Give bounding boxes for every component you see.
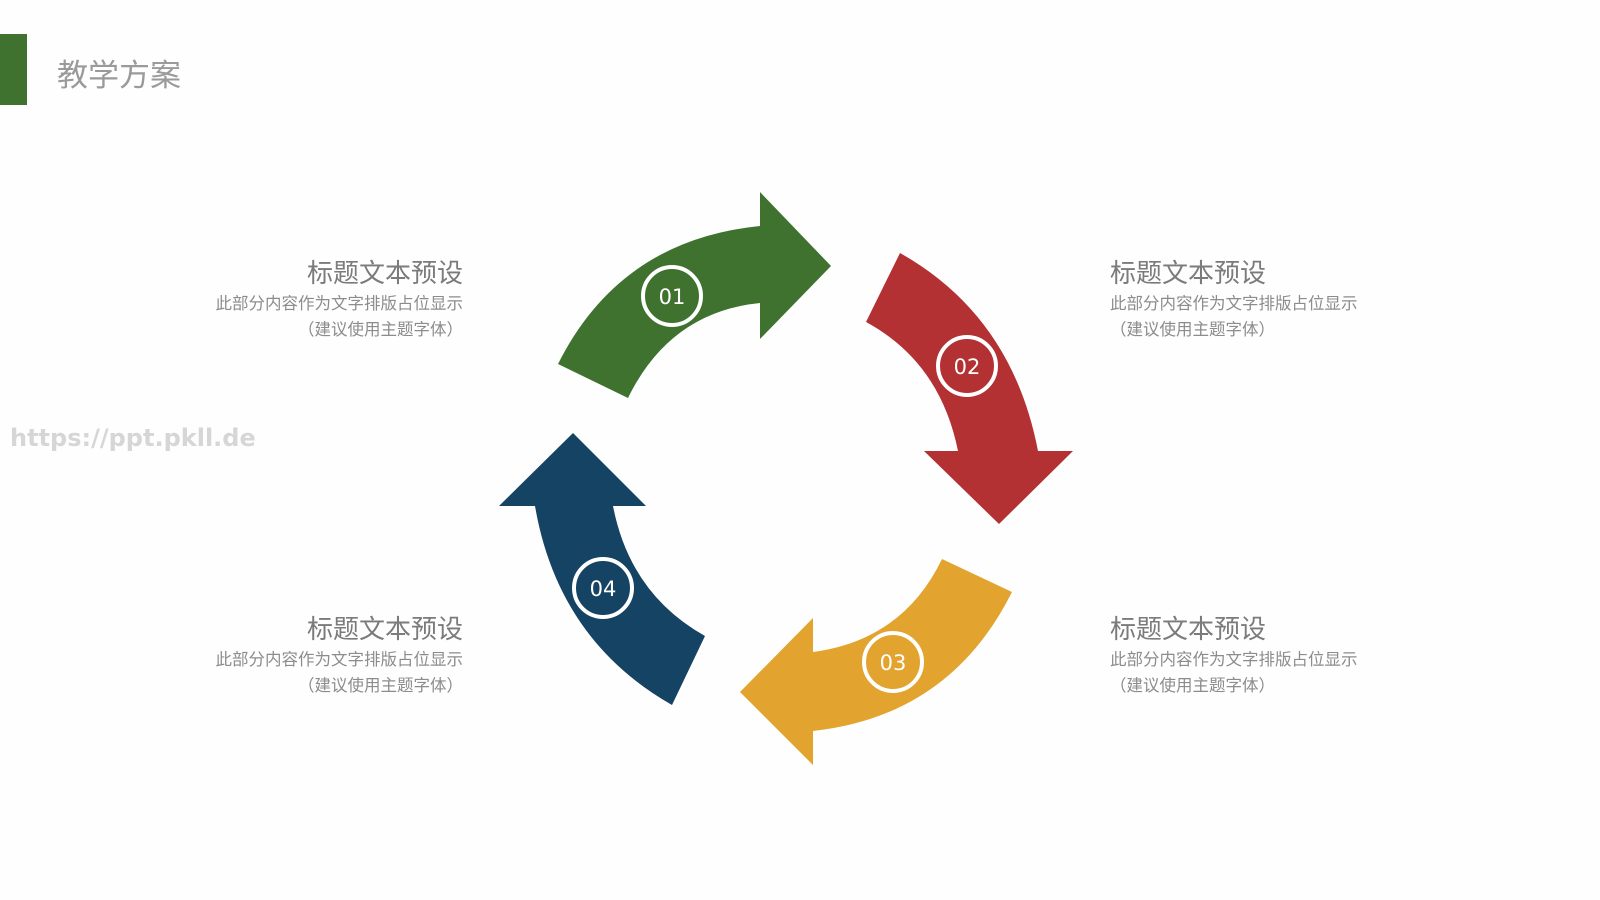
step-01-badge-ring: [641, 265, 703, 327]
block-desc-line1: 此部分内容作为文字排版占位显示: [1110, 650, 1358, 669]
arrow-step-04: 04: [499, 433, 705, 705]
step-02-badge-ring: [936, 335, 998, 397]
block-title: 标题文本预设: [306, 259, 463, 289]
block-desc-line1: 此部分内容作为文字排版占位显示: [215, 650, 464, 669]
title-accent-bar: [0, 34, 27, 105]
step-01-number: 01: [659, 285, 686, 309]
block-desc-line2: （建议使用主题字体）: [298, 676, 463, 695]
block-desc-line2: （建议使用主题字体）: [1110, 676, 1275, 695]
arrow-step-01: 01: [558, 192, 831, 398]
text-block-top-right: 标题文本预设 此部分内容作为文字排版占位显示 （建议使用主题字体）: [1110, 257, 1410, 343]
page-title: 教学方案: [57, 58, 181, 94]
step-02-number: 02: [954, 355, 981, 379]
block-desc-line2: （建议使用主题字体）: [1110, 320, 1275, 339]
watermark-url: https://ppt.pkll.de: [10, 424, 256, 452]
text-block-bottom-right: 标题文本预设 此部分内容作为文字排版占位显示 （建议使用主题字体）: [1110, 613, 1410, 699]
block-title: 标题文本预设: [306, 615, 463, 645]
block-desc-line1: 此部分内容作为文字排版占位显示: [1110, 294, 1358, 313]
arrow-step-02: 02: [866, 253, 1073, 524]
arrow-step-03: 03: [740, 559, 1012, 765]
step-04-badge-ring: [572, 557, 634, 619]
step-04-number: 04: [590, 577, 617, 601]
text-block-bottom-left: 标题文本预设 此部分内容作为文字排版占位显示 （建议使用主题字体）: [163, 613, 464, 699]
block-title: 标题文本预设: [1110, 615, 1267, 645]
block-title: 标题文本预设: [1110, 259, 1267, 289]
step-03-badge-ring: [862, 631, 924, 693]
text-block-top-left: 标题文本预设 此部分内容作为文字排版占位显示 （建议使用主题字体）: [163, 257, 464, 343]
block-desc-line2: （建议使用主题字体）: [298, 320, 463, 339]
block-desc-line1: 此部分内容作为文字排版占位显示: [215, 294, 464, 313]
step-03-number: 03: [880, 651, 907, 675]
